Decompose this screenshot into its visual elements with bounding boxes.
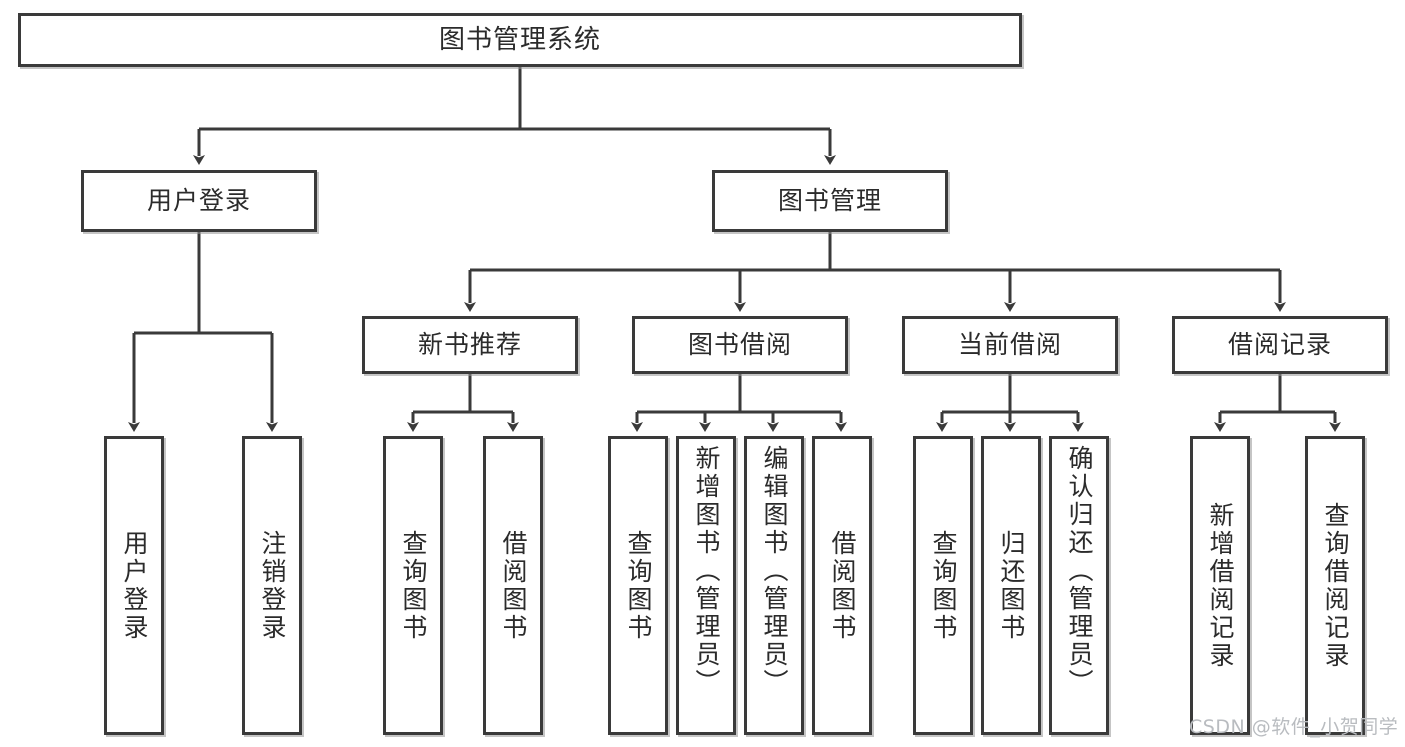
node-borrow-record[interactable]: 借阅记录 [1172, 316, 1388, 374]
node-label: 当前借阅 [957, 330, 1062, 360]
node-label: 借阅图书 [828, 529, 857, 642]
node-label: 编辑图书（管理员） [760, 445, 789, 697]
leaf-current-borrow-confirm-return[interactable]: 确认归还（管理员） [1049, 436, 1109, 735]
leaf-book-borrow-borrow[interactable]: 借阅图书 [812, 436, 872, 735]
leaf-book-borrow-query[interactable]: 查询图书 [608, 436, 668, 735]
node-root-system[interactable]: 图书管理系统 [18, 13, 1022, 67]
node-label: 查询借阅记录 [1321, 501, 1350, 670]
node-label: 图书管理系统 [438, 24, 601, 55]
node-current-borrow[interactable]: 当前借阅 [902, 316, 1118, 374]
node-label: 图书管理 [777, 186, 882, 216]
node-label: 借阅图书 [499, 529, 528, 642]
node-label: 新增图书（管理员） [692, 445, 721, 697]
node-label: 查询图书 [399, 529, 428, 642]
node-label: 新增借阅记录 [1206, 501, 1235, 670]
leaf-current-borrow-query[interactable]: 查询图书 [913, 436, 973, 735]
node-label: 查询图书 [929, 529, 958, 642]
leaf-new-book-query[interactable]: 查询图书 [383, 436, 443, 735]
node-label: 用户登录 [120, 529, 149, 642]
leaf-new-book-borrow[interactable]: 借阅图书 [483, 436, 543, 735]
node-label: 确认归还（管理员） [1065, 445, 1094, 697]
node-book-borrow[interactable]: 图书借阅 [632, 316, 848, 374]
leaf-borrow-record-query[interactable]: 查询借阅记录 [1305, 436, 1365, 735]
leaf-current-borrow-return[interactable]: 归还图书 [981, 436, 1041, 735]
node-label: 注销登录 [258, 529, 287, 642]
node-label: 图书借阅 [687, 330, 792, 360]
watermark-text: CSDN @软件_小贺同学 [1189, 716, 1399, 738]
leaf-user-login-logout[interactable]: 注销登录 [242, 436, 302, 735]
node-book-management[interactable]: 图书管理 [712, 170, 948, 232]
node-new-book-recommend[interactable]: 新书推荐 [362, 316, 578, 374]
node-user-login[interactable]: 用户登录 [81, 170, 317, 232]
node-label: 用户登录 [146, 186, 251, 216]
leaf-borrow-record-add[interactable]: 新增借阅记录 [1190, 436, 1250, 735]
node-label: 新书推荐 [417, 330, 522, 360]
leaf-book-borrow-add[interactable]: 新增图书（管理员） [676, 436, 736, 735]
node-label: 借阅记录 [1227, 330, 1332, 360]
node-label: 归还图书 [997, 529, 1026, 642]
node-label: 查询图书 [624, 529, 653, 642]
leaf-book-borrow-edit[interactable]: 编辑图书（管理员） [744, 436, 804, 735]
leaf-user-login-login[interactable]: 用户登录 [104, 436, 164, 735]
